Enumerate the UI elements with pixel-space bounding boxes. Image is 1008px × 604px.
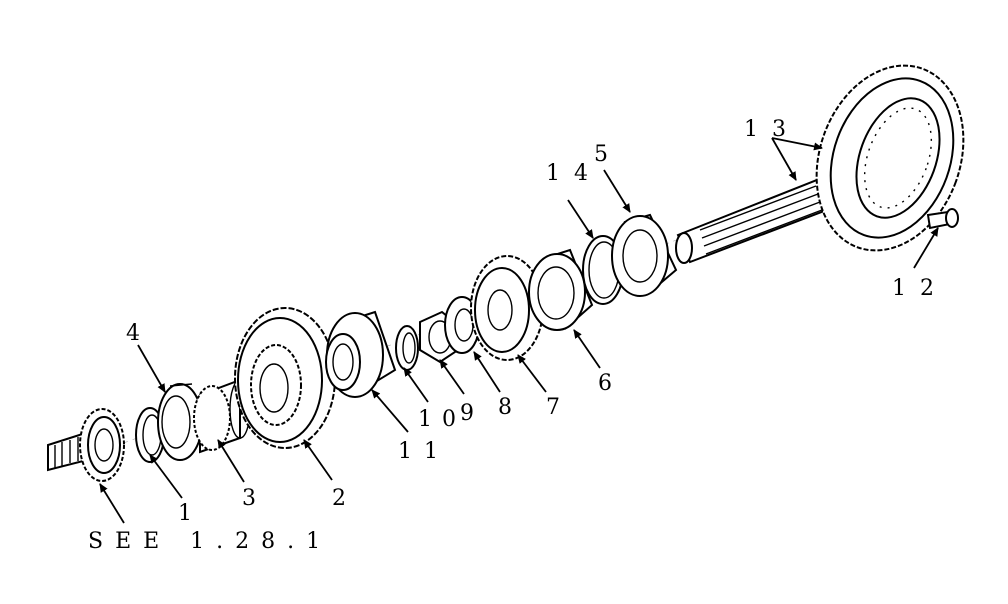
- label-3: 3: [242, 486, 256, 511]
- bearing-sleeve: [325, 310, 397, 398]
- label-4: 4: [126, 321, 140, 346]
- roller-bearing-6: [528, 248, 594, 331]
- label-10: 10: [418, 407, 466, 432]
- label-9: 9: [460, 401, 474, 426]
- reference-note: SEE 1.28.1: [88, 529, 332, 554]
- label-6: 6: [598, 371, 612, 396]
- label-12: 12: [892, 276, 948, 301]
- input-shaft-gear: [47, 408, 125, 482]
- label-11: 11: [398, 439, 450, 464]
- label-7: 7: [546, 395, 560, 420]
- label-13: 13: [744, 117, 800, 142]
- ring-gear-bolt: [926, 208, 959, 230]
- ring-gear: [815, 64, 965, 252]
- roller-bearing-5: [611, 213, 678, 297]
- retaining-ring: [395, 325, 419, 371]
- label-8: 8: [498, 395, 512, 420]
- label-14: 14: [546, 161, 602, 186]
- label-5: 5: [594, 142, 608, 167]
- label-2: 2: [332, 486, 346, 511]
- large-gear: [234, 307, 336, 449]
- label-1: 1: [178, 501, 192, 526]
- splined-hub: [193, 378, 251, 454]
